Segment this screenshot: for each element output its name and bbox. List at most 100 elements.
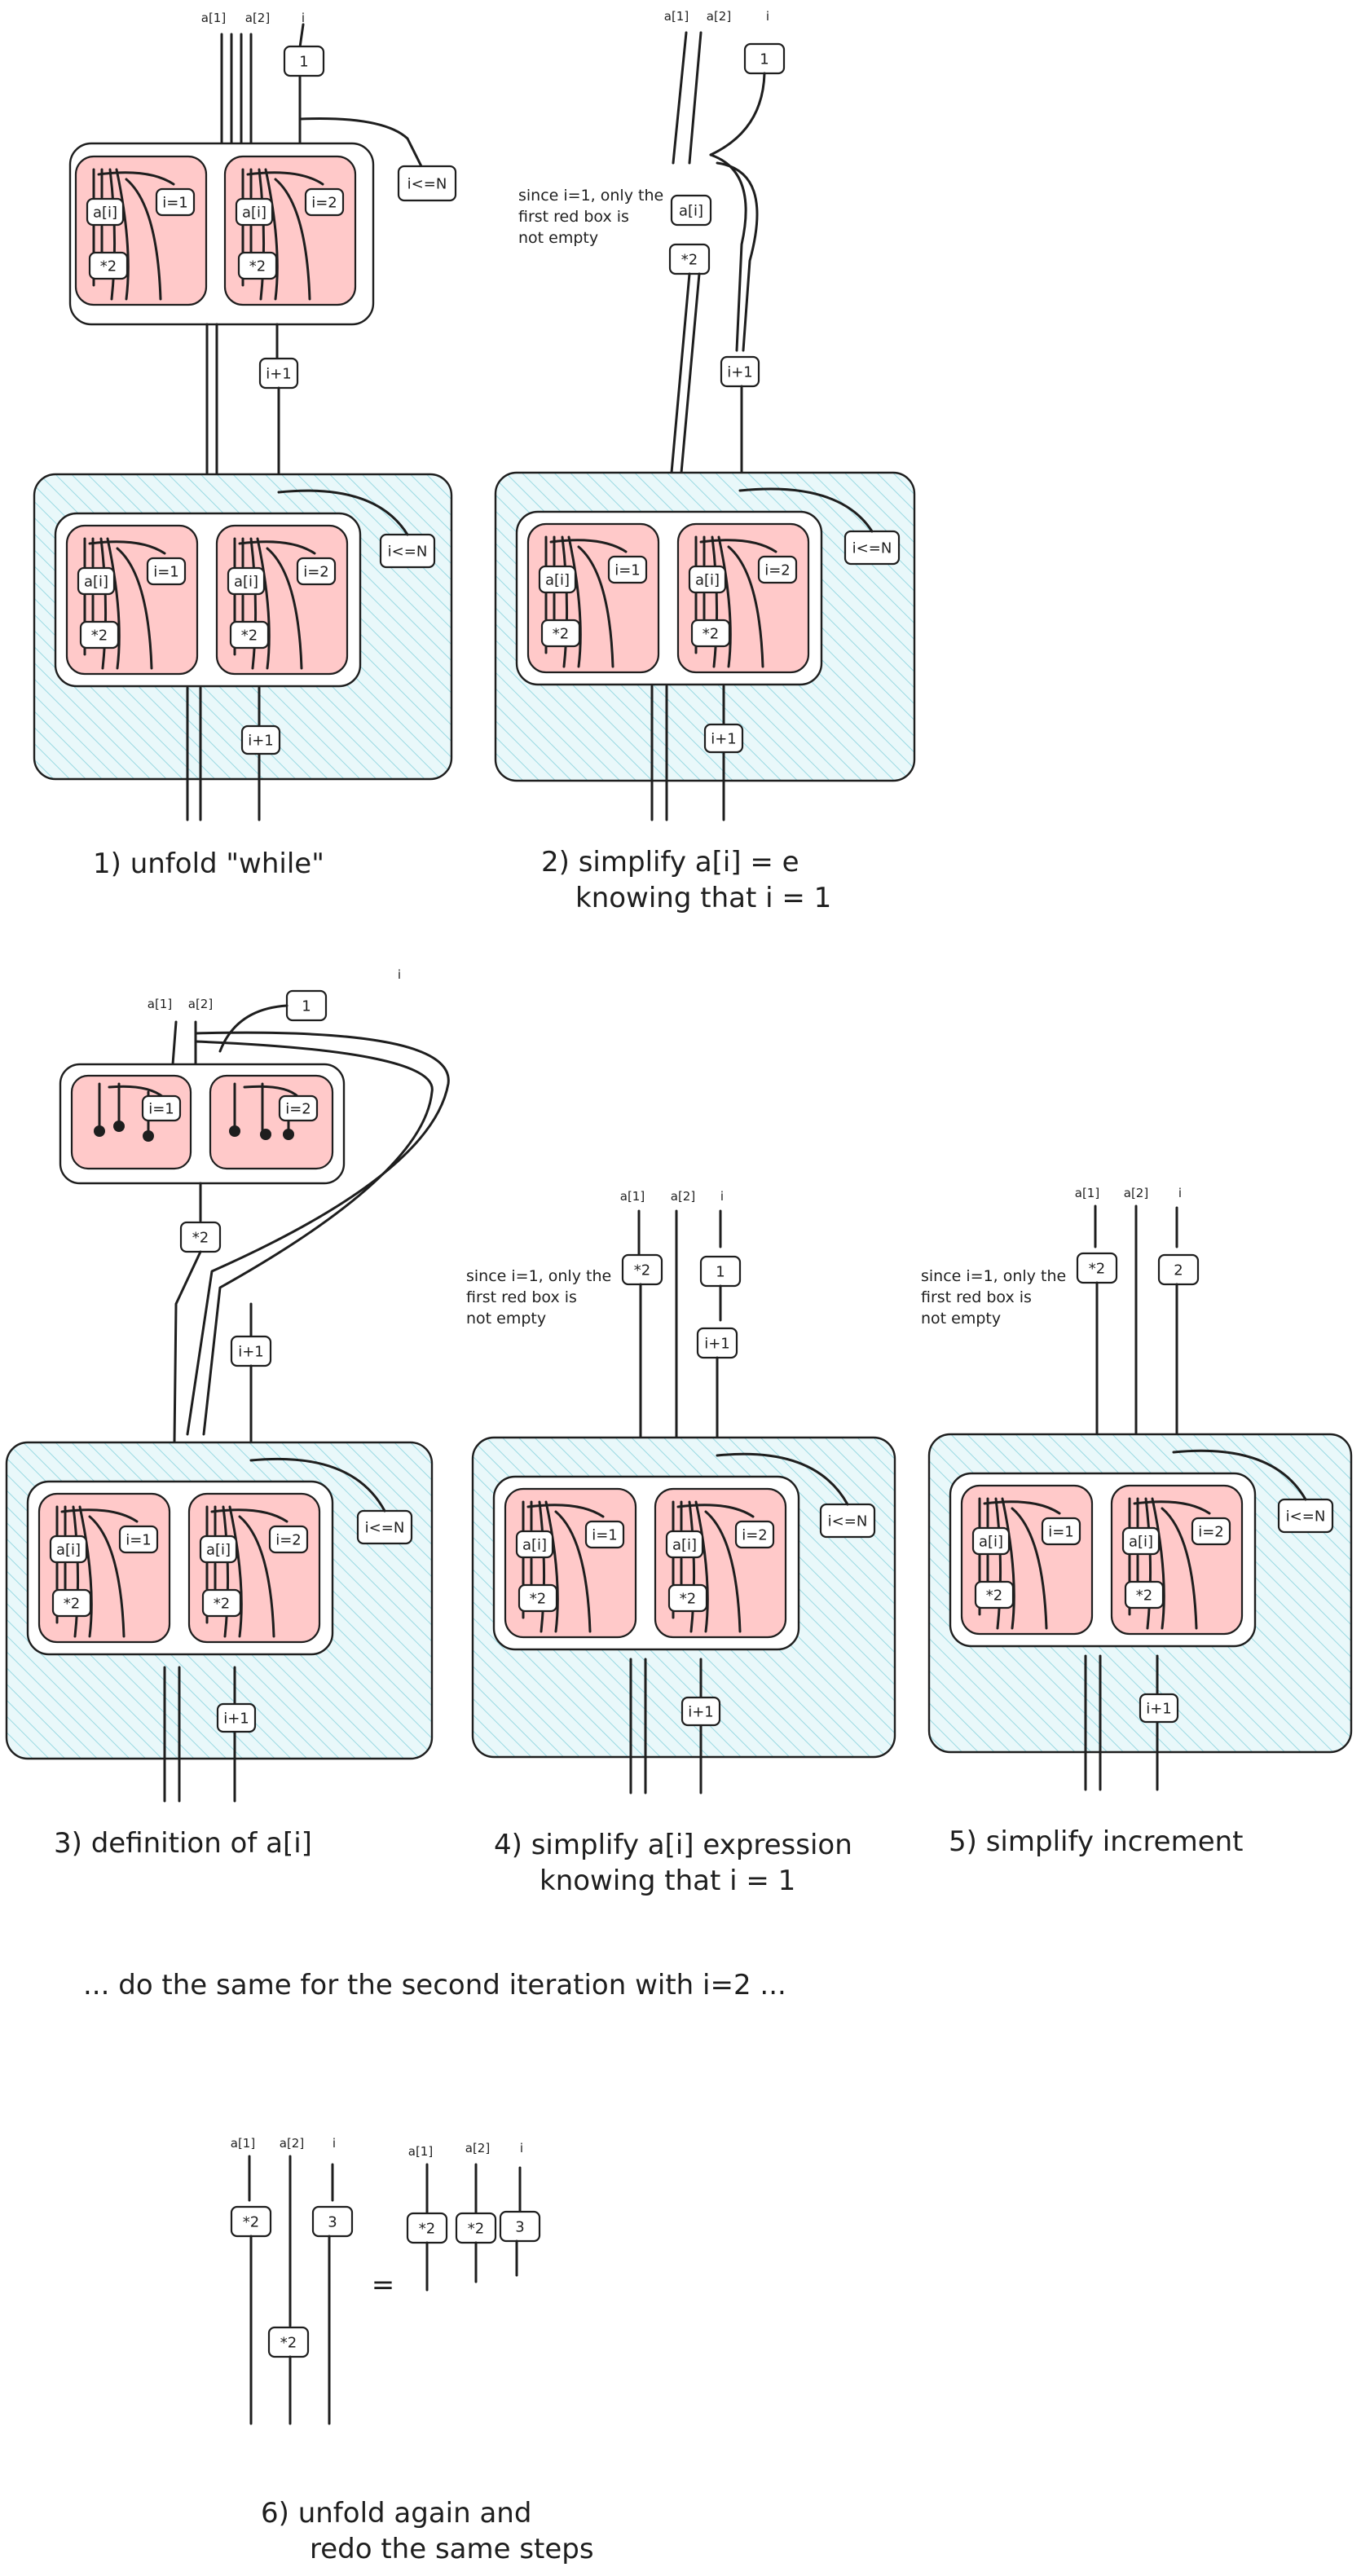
wire bbox=[171, 1020, 178, 1066]
caption-step-2-line-1: 2) simplify a[i] = e bbox=[541, 846, 799, 878]
guard-box-text: i=2 bbox=[764, 562, 791, 579]
input-label-a2: a[2] bbox=[1124, 1186, 1148, 1200]
increment-box-text: i+1 bbox=[727, 364, 753, 381]
ai-box bbox=[538, 565, 577, 594]
guard-box bbox=[304, 187, 345, 217]
init-two-box-text: 2 bbox=[1174, 1262, 1183, 1279]
red-box-iteration-2 bbox=[1110, 1484, 1244, 1636]
wire bbox=[549, 539, 628, 553]
input-label-i: i bbox=[720, 1189, 724, 1204]
ai-box bbox=[971, 1526, 1011, 1556]
red-box-iteration-1 bbox=[960, 1484, 1094, 1636]
times2-box-text: *2 bbox=[64, 1596, 80, 1613]
wire bbox=[716, 1452, 849, 1506]
wire bbox=[688, 31, 703, 165]
wire bbox=[709, 72, 766, 156]
wire bbox=[258, 168, 266, 301]
guard-box bbox=[146, 557, 187, 586]
result-three-box-text: 3 bbox=[515, 2219, 524, 2236]
guard-box-text: i=1 bbox=[592, 1527, 618, 1544]
wire bbox=[264, 168, 279, 301]
times2-box-text: *2 bbox=[703, 626, 719, 643]
ai-box-text: a[i] bbox=[242, 205, 266, 222]
condition-box-text: i<=N bbox=[828, 1513, 868, 1530]
guard-box bbox=[296, 557, 337, 586]
guard-box-text: i=2 bbox=[275, 1532, 302, 1549]
wire bbox=[72, 1505, 80, 1638]
guard-box-text: i=1 bbox=[148, 1101, 174, 1118]
times2-box-text: *2 bbox=[91, 627, 108, 645]
ai-box bbox=[235, 197, 274, 227]
guard-box bbox=[155, 187, 196, 217]
wire bbox=[249, 1457, 386, 1513]
ai-box-text: a[i] bbox=[56, 1542, 81, 1559]
wire bbox=[983, 1500, 1061, 1515]
init-one-box-text: 1 bbox=[302, 998, 311, 1015]
wire bbox=[243, 1085, 300, 1099]
times2-box bbox=[229, 620, 270, 650]
times2-box bbox=[237, 251, 278, 280]
guard-box bbox=[584, 1520, 625, 1549]
init-two-box bbox=[1157, 1253, 1200, 1286]
wire bbox=[567, 535, 582, 668]
caption-step-6-line-2: redo the same steps bbox=[310, 2533, 594, 2565]
note-line: first red box is bbox=[466, 1288, 577, 1306]
wire bbox=[680, 272, 701, 474]
condition-box-text: i<=N bbox=[852, 540, 892, 557]
times2-box bbox=[201, 1588, 242, 1618]
red-box-iteration-1 bbox=[526, 522, 660, 674]
times2-box bbox=[267, 2326, 310, 2358]
condition-box-text: i<=N bbox=[407, 176, 447, 193]
ai-box-text: a[i] bbox=[84, 574, 108, 591]
ai-box-text: a[i] bbox=[1129, 1534, 1153, 1551]
ai-box bbox=[665, 1530, 704, 1559]
condition-box-text: i<=N bbox=[1286, 1508, 1326, 1526]
note-line: since i=1, only the bbox=[921, 1267, 1066, 1285]
input-label-a1: a[1] bbox=[408, 2144, 433, 2159]
wire bbox=[1133, 1500, 1211, 1515]
ai-box-text: a[i] bbox=[522, 1537, 547, 1554]
wire bbox=[699, 539, 777, 553]
increment-box-text: i+1 bbox=[248, 733, 274, 750]
red-box-iteration-2 bbox=[209, 1074, 334, 1170]
times2-box bbox=[518, 1583, 558, 1613]
input-label-a2: a[2] bbox=[465, 2141, 490, 2155]
increment-box-text: i+1 bbox=[711, 731, 737, 748]
red-box-iteration-1 bbox=[70, 1074, 192, 1170]
ai-box-text: a[i] bbox=[679, 203, 703, 220]
wire bbox=[1011, 1507, 1048, 1630]
wire bbox=[538, 1500, 546, 1633]
dot bbox=[229, 1125, 240, 1137]
input-label-a2: a[2] bbox=[245, 11, 270, 25]
wire bbox=[676, 1504, 755, 1518]
guard-box-text: i=1 bbox=[614, 562, 641, 579]
wire bbox=[222, 1505, 230, 1638]
wire bbox=[60, 1508, 139, 1523]
result-three-box bbox=[311, 2205, 354, 2238]
wire bbox=[298, 23, 305, 49]
caption-second-iteration: ... do the same for the second iteration… bbox=[83, 1969, 786, 2001]
result-three-box-text: 3 bbox=[328, 2214, 337, 2231]
times2-box bbox=[621, 1253, 663, 1286]
wire bbox=[99, 537, 108, 670]
dot bbox=[143, 1130, 154, 1142]
wire bbox=[994, 1497, 1002, 1630]
result-three-box bbox=[499, 2210, 541, 2243]
guard-box-text: i=1 bbox=[162, 195, 188, 212]
increment-box bbox=[1139, 1693, 1179, 1724]
wire bbox=[1151, 1497, 1165, 1630]
red-box-iteration-2 bbox=[654, 1487, 787, 1639]
input-label-a1: a[1] bbox=[620, 1189, 645, 1204]
ai-box bbox=[688, 565, 727, 594]
times2-box-text: *2 bbox=[243, 2214, 259, 2231]
ai-box bbox=[515, 1530, 554, 1559]
dot bbox=[283, 1129, 294, 1140]
wire bbox=[561, 535, 569, 668]
wire bbox=[277, 489, 409, 536]
guard-box bbox=[1191, 1517, 1231, 1546]
wire bbox=[1172, 1449, 1307, 1501]
condition-box bbox=[397, 165, 457, 202]
caption-step-2-line-2: knowing that i = 1 bbox=[575, 882, 831, 914]
increment-box bbox=[240, 724, 281, 755]
wire bbox=[554, 1510, 592, 1633]
